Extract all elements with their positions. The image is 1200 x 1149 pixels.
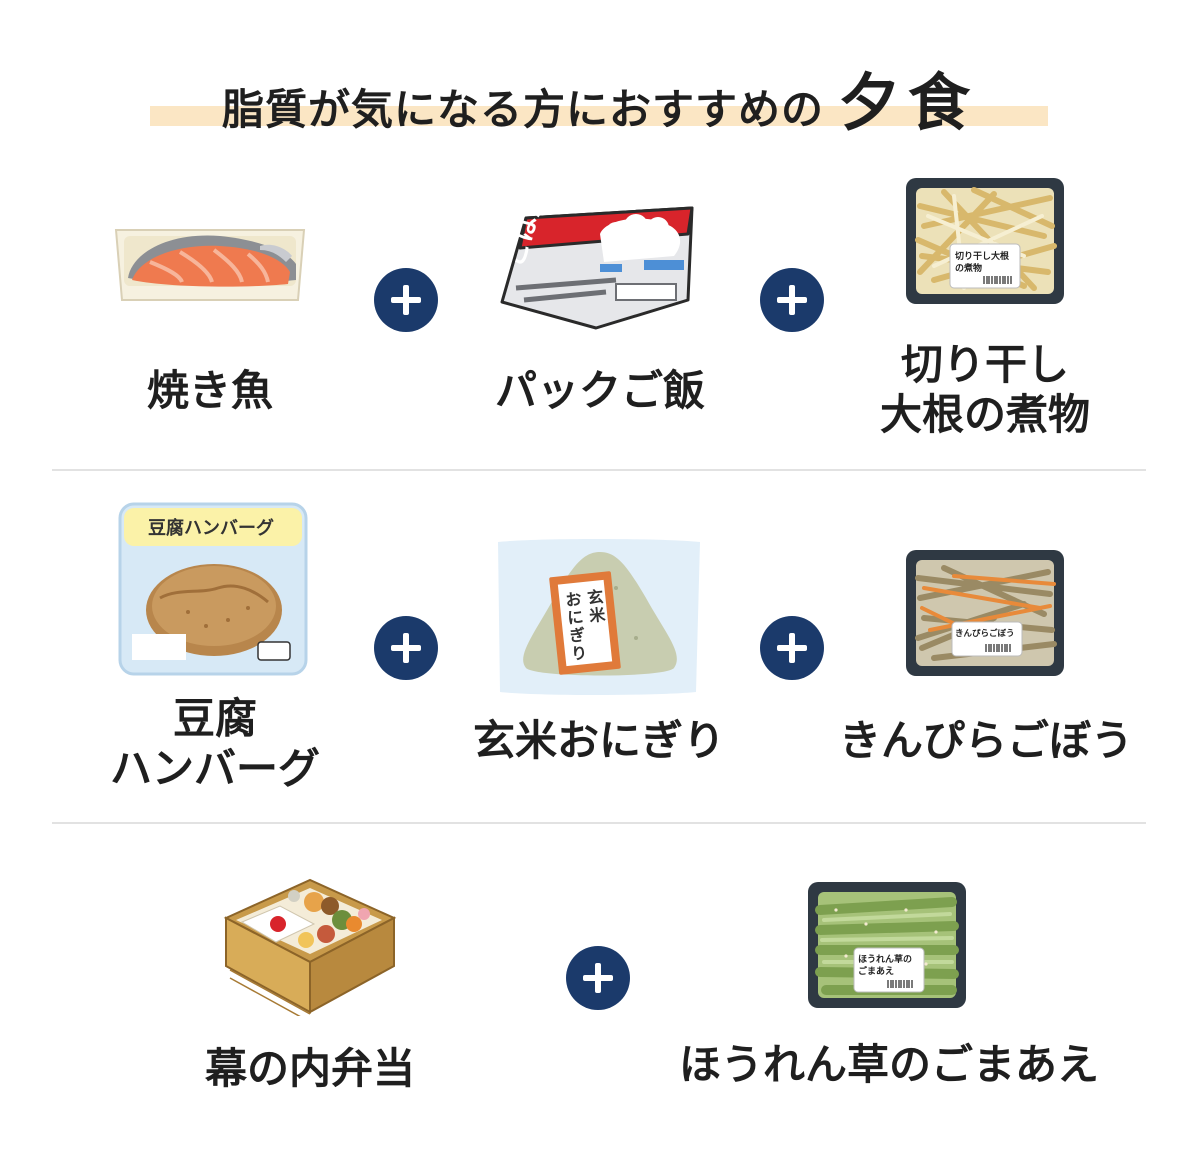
food-label-makunouchi-bento: 幕の内弁当	[204, 1044, 415, 1093]
plus-icon	[566, 946, 630, 1010]
rice-ball-wrapper-char: お	[565, 589, 583, 610]
food-grilled-fish	[110, 222, 310, 306]
brown-rice-ball-icon: 玄 米 お に ぎ り	[498, 539, 700, 695]
dried-radish-sticker-line2: の煮物	[955, 262, 982, 274]
food-label-kinpira-gobo: きんぴらごぼう	[838, 716, 1133, 765]
row-divider	[52, 822, 1146, 824]
pack-rice-icon: ごはん	[499, 186, 694, 330]
food-makunouchi-bento	[222, 866, 398, 1023]
kinpira-gobo-icon: きんぴらごぼう	[906, 550, 1064, 676]
plus-icon	[374, 616, 438, 680]
spinach-sticker-line2: ごまあえ	[858, 965, 894, 977]
bento-box-icon	[223, 878, 397, 1023]
dried-radish-icon: 切り干し大根 の煮物	[906, 178, 1064, 304]
food-brown-rice-ball: 玄 米 お に ぎ り	[496, 538, 702, 696]
spinach-sticker-line1: ほうれん草の	[858, 953, 912, 965]
food-pack-rice: ごはん	[496, 186, 700, 332]
title-highlight	[150, 106, 1048, 126]
plus-icon	[760, 616, 824, 680]
rice-ball-wrapper-char: 玄	[586, 587, 604, 608]
food-label-grilled-fish: 焼き魚	[146, 366, 273, 415]
plus-icon	[760, 268, 824, 332]
tofu-hamburg-package-label: 豆腐ハンバーグ	[148, 517, 274, 539]
title-main: 脂質が気になる方におすすめの	[221, 85, 824, 134]
grilled-fish-icon	[114, 229, 306, 301]
food-label-pack-rice: パックご飯	[494, 366, 705, 415]
rice-ball-wrapper-char: ぎ	[568, 625, 586, 646]
food-label-tofu-hamburg: 豆腐 ハンバーグ	[109, 694, 320, 793]
food-label-dried-radish: 切り干し 大根の煮物	[879, 340, 1090, 439]
rice-ball-wrapper-char: に	[566, 607, 584, 628]
rice-ball-wrapper-char: り	[570, 643, 588, 664]
plus-icon	[374, 268, 438, 332]
tofu-hamburg-icon: 豆腐ハンバーグ	[118, 502, 308, 676]
rice-ball-wrapper-char: 米	[588, 605, 607, 626]
spinach-goma-ae-icon: ほうれん草の ごまあえ	[808, 882, 966, 1008]
food-dried-radish: 切り干し大根 の煮物	[904, 176, 1066, 306]
dried-radish-sticker-line1: 切り干し大根	[955, 250, 1010, 262]
food-spinach-goma-ae: ほうれん草の ごまあえ	[806, 880, 968, 1010]
page-title: 脂質が気になる方におすすめの夕食	[150, 52, 1050, 139]
title-emphasis: 夕食	[838, 66, 979, 139]
food-tofu-hamburg: 豆腐ハンバーグ	[118, 502, 308, 676]
row-divider	[52, 469, 1146, 471]
food-kinpira-gobo: きんぴらごぼう	[904, 548, 1066, 678]
food-label-brown-rice-ball: 玄米おにぎり	[472, 716, 725, 765]
food-label-spinach-goma-ae: ほうれん草のごまあえ	[678, 1040, 1099, 1089]
kinpira-sticker-line1: きんぴらごぼう	[955, 628, 1015, 639]
